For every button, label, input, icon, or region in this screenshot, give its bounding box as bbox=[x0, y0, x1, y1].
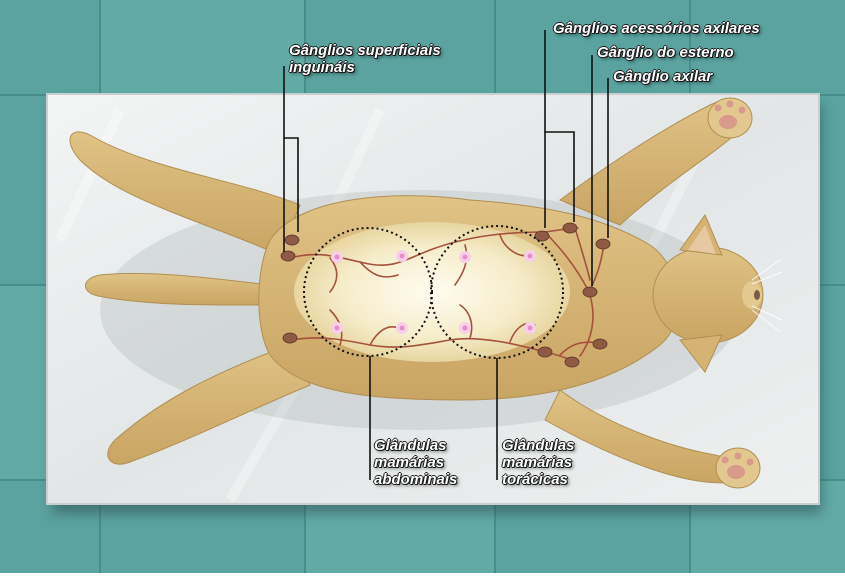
nipple bbox=[331, 322, 343, 334]
accessory-node-lower-a bbox=[538, 347, 552, 357]
label-thoracic-line1: Glândulas bbox=[502, 437, 575, 454]
label-axillary-node: Gânglio axilar bbox=[613, 68, 712, 85]
nipple bbox=[331, 251, 343, 263]
nipple bbox=[524, 322, 536, 334]
nipple bbox=[396, 250, 408, 262]
label-abdominal-line1: Glândulas bbox=[374, 437, 457, 454]
label-thoracic-line2: mamárias bbox=[502, 454, 575, 471]
label-inguinal-line1: Gânglios superficiais bbox=[289, 42, 441, 59]
label-abdominal-glands: Glândulas mamárias abdominais bbox=[374, 437, 457, 488]
nipple bbox=[524, 250, 536, 262]
nipple bbox=[396, 322, 408, 334]
label-accessory-axillary-nodes: Gânglios acessórios axilares bbox=[553, 20, 760, 37]
label-abdominal-line3: abdominais bbox=[374, 471, 457, 488]
nipple bbox=[459, 251, 471, 263]
label-abdominal-line2: mamárias bbox=[374, 454, 457, 471]
accessory-axillary-node-a bbox=[535, 231, 549, 241]
label-inguinal-line2: inguináis bbox=[289, 59, 441, 76]
inguinal-node-upper bbox=[285, 235, 299, 245]
axillary-node bbox=[596, 239, 610, 249]
label-inguinal-nodes: Gânglios superficiais inguináis bbox=[289, 42, 441, 76]
sternal-node bbox=[583, 287, 597, 297]
inguinal-node-lower bbox=[281, 251, 295, 261]
label-thoracic-glands: Glândulas mamárias torácicas bbox=[502, 437, 575, 488]
label-thoracic-line3: torácicas bbox=[502, 471, 575, 488]
inguinal-node-bottom bbox=[283, 333, 297, 343]
accessory-node-lower-b bbox=[565, 357, 579, 367]
nipple bbox=[459, 322, 471, 334]
axillary-node-lower bbox=[593, 339, 607, 349]
label-sternal-node: Gânglio do esterno bbox=[597, 44, 734, 61]
accessory-axillary-node-b bbox=[563, 223, 577, 233]
